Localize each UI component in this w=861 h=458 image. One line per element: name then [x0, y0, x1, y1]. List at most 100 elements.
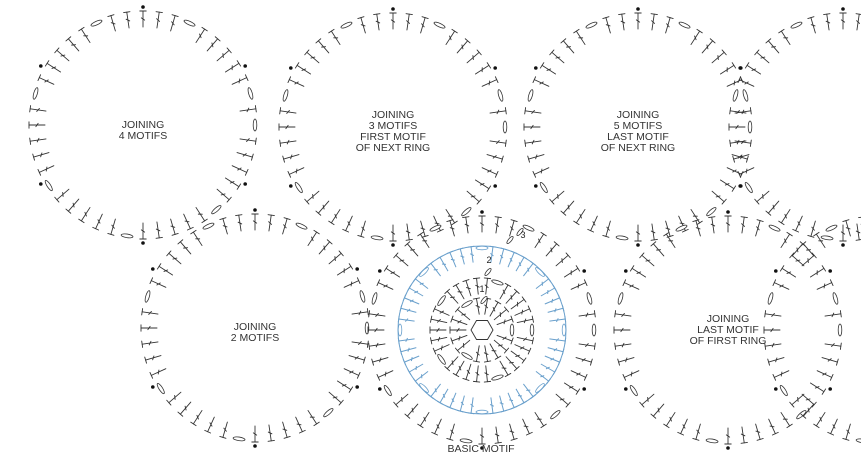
- stitch-bar: [509, 362, 513, 363]
- stitch-top: [452, 221, 457, 224]
- stitch-bar: [323, 205, 324, 209]
- stitch-bar: [797, 248, 798, 252]
- stitch-bar: [221, 194, 225, 195]
- stitch-bar: [511, 295, 512, 299]
- stitch-top: [840, 343, 841, 349]
- stitch-top: [576, 389, 579, 394]
- stitch-bar: [471, 196, 475, 197]
- stitch-top: [824, 14, 830, 15]
- stitch-top: [750, 140, 751, 146]
- slip-stitch: [841, 7, 845, 11]
- stitch-bar: [510, 431, 514, 432]
- stitch-top: [30, 106, 31, 112]
- chain-stitch: [383, 385, 393, 397]
- foundation-ring: [471, 321, 493, 340]
- motif-layer: [29, 5, 861, 450]
- slip-stitch: [253, 444, 257, 448]
- chain-stitch: [530, 324, 534, 336]
- stitch-top: [237, 61, 240, 66]
- stitch-top: [268, 440, 274, 441]
- stitch-top: [787, 424, 792, 427]
- slip-stitch: [841, 243, 845, 247]
- stitch-bar: [568, 205, 569, 209]
- stitch-bar: [451, 259, 455, 260]
- chain-stitch: [616, 235, 628, 240]
- chain-stitch: [461, 351, 473, 360]
- slip-stitch: [624, 269, 628, 273]
- stitch-bar: [489, 81, 490, 85]
- chain-stitch: [562, 324, 566, 336]
- stitch-top: [295, 63, 298, 68]
- chain-stitch: [121, 233, 133, 238]
- stitch-bar: [578, 284, 579, 288]
- stitch-top: [463, 217, 469, 218]
- stitch-bar: [451, 297, 455, 298]
- chain-stitch: [767, 292, 774, 305]
- chain-stitch: [437, 353, 447, 365]
- slip-stitch: [828, 387, 832, 391]
- stitch-bar: [552, 299, 553, 303]
- stitch-bar: [462, 45, 463, 49]
- stitch-bar: [658, 408, 659, 412]
- slip-stitch: [493, 184, 497, 188]
- stitch-top: [156, 237, 162, 238]
- stitch-bar: [441, 346, 442, 350]
- stitch-top: [268, 215, 274, 216]
- stitch-top: [856, 239, 861, 240]
- stitch-bar: [504, 320, 505, 324]
- stitch-top: [787, 232, 792, 235]
- chain-stitch: [323, 407, 334, 418]
- stitch-top: [730, 108, 731, 114]
- stitch-bar: [400, 260, 404, 261]
- stitch-top: [709, 217, 715, 218]
- stitch-bar: [680, 223, 684, 224]
- stitch-top: [651, 14, 657, 15]
- stitch-bar: [781, 372, 782, 376]
- stitch-bar: [716, 196, 720, 197]
- stitch-top: [367, 341, 368, 347]
- stitch-bar: [158, 370, 159, 374]
- chain-stitch: [779, 385, 789, 397]
- stitch-top: [30, 138, 31, 144]
- stitch-bar: [536, 155, 537, 159]
- chain-stitch: [768, 224, 780, 232]
- chain-stitch: [419, 267, 430, 278]
- stitch-top: [525, 108, 526, 114]
- stitch-bar: [646, 260, 650, 261]
- stitch-bar: [746, 169, 747, 173]
- chain-stitch: [476, 246, 488, 250]
- stitch-bar: [452, 361, 453, 365]
- stitch-top: [780, 266, 783, 271]
- round-marker-2: 2: [486, 255, 491, 265]
- motif-label: 4 MOTIFS: [119, 130, 167, 142]
- stitch-bar: [734, 81, 735, 85]
- chain-stitch: [678, 21, 690, 29]
- stitch-bar: [462, 314, 466, 315]
- stitch-top: [540, 63, 543, 68]
- stitch-top: [541, 232, 546, 235]
- chain-stitch: [202, 222, 214, 230]
- stitch-top: [732, 63, 735, 68]
- stitch-top: [779, 29, 784, 32]
- stitch-bar: [351, 282, 352, 286]
- stitch-bar: [509, 400, 513, 401]
- chain-stitch: [247, 87, 254, 100]
- chain-stitch: [744, 182, 754, 194]
- slip-stitch: [253, 208, 257, 212]
- stitch-top: [329, 221, 334, 224]
- stitch-bar: [41, 153, 42, 157]
- stitch-top: [418, 424, 423, 427]
- chain-stitch: [461, 206, 472, 217]
- slip-stitch: [636, 7, 640, 11]
- stitch-top: [142, 341, 143, 347]
- stitch-top: [484, 361, 490, 362]
- chain-stitch: [295, 222, 307, 230]
- round-marker-3: 3: [520, 230, 525, 240]
- slip-stitch: [39, 182, 43, 186]
- chain-stitch: [821, 235, 833, 240]
- slip-stitch: [355, 385, 359, 389]
- stitch-top: [156, 12, 162, 13]
- chain-stitch: [742, 89, 749, 102]
- slip-stitch: [289, 66, 293, 70]
